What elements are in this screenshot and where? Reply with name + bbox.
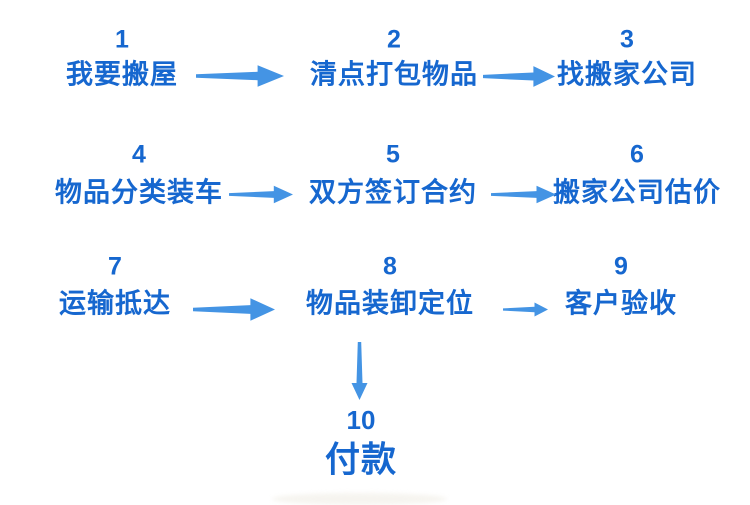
step-label: 运输抵达 <box>59 288 171 319</box>
step-label: 我要搬屋 <box>66 59 178 90</box>
flow-arrow-right <box>503 301 548 317</box>
bottom-cropped-artifact <box>272 493 447 505</box>
step-number: 3 <box>620 25 634 54</box>
step-number: 7 <box>108 252 122 281</box>
flow-arrow-down <box>351 342 367 400</box>
step-label: 找搬家公司 <box>557 59 697 90</box>
step-number: 8 <box>383 252 397 281</box>
step-number: 10 <box>346 405 376 435</box>
step-number: 4 <box>132 140 146 169</box>
flow-arrow-right <box>229 185 293 203</box>
step-number: 5 <box>386 140 400 169</box>
step-label: 客户验收 <box>565 288 677 319</box>
step-label: 付款 <box>324 440 398 480</box>
step-number: 6 <box>630 140 644 169</box>
step-label: 清点打包物品 <box>310 59 478 90</box>
step-number: 1 <box>115 25 129 54</box>
step-label: 物品装卸定位 <box>306 288 474 319</box>
step-label: 物品分类装车 <box>55 177 223 208</box>
step-number: 9 <box>614 252 628 281</box>
step-label: 双方签订合约 <box>309 177 477 208</box>
flow-arrow-right <box>196 65 284 87</box>
step-label: 搬家公司估价 <box>553 177 721 208</box>
flow-arrow-right <box>193 297 275 321</box>
flow-arrow-right <box>483 65 555 87</box>
step-number: 2 <box>387 25 401 54</box>
flow-arrow-right <box>491 185 556 203</box>
